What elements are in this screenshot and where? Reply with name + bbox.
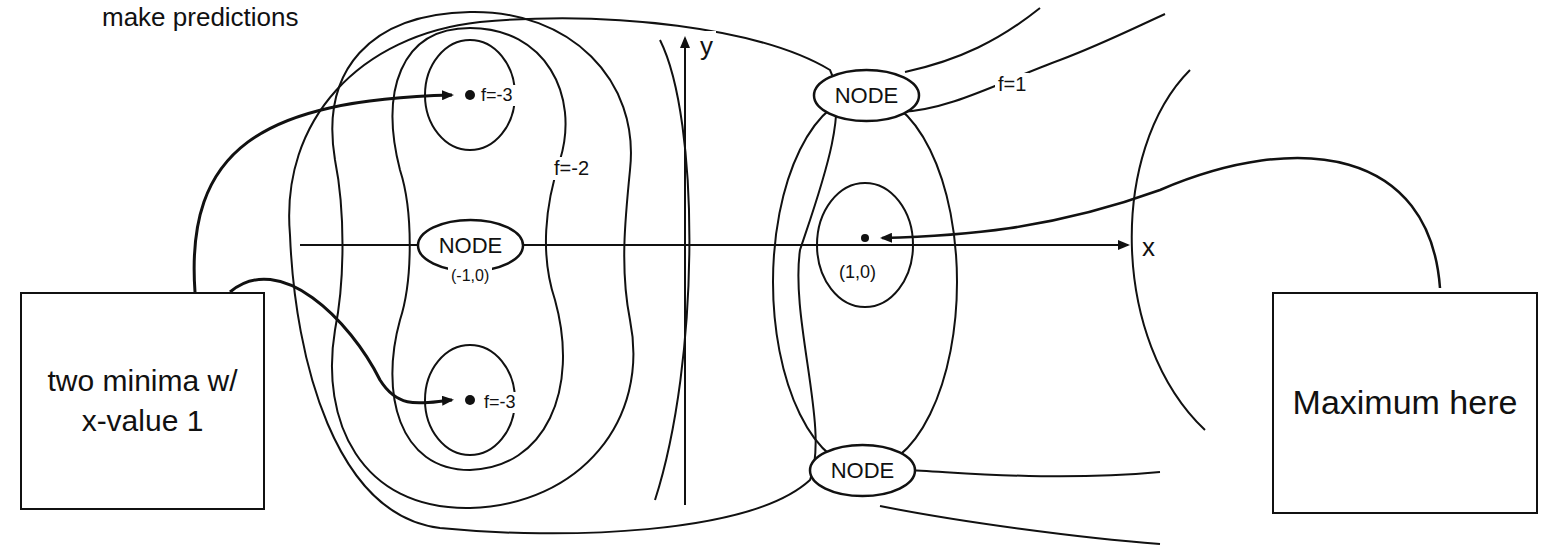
- node-label: NODE: [812, 81, 921, 111]
- node-ellipse: NODE: [808, 443, 917, 498]
- plot-label: f=-3: [481, 392, 519, 413]
- node-label: NODE: [808, 456, 917, 486]
- node-ellipse: NODE: [416, 218, 525, 273]
- plot-label: (1,0): [836, 262, 879, 283]
- callout-box: two minima w/ x-value 1: [20, 292, 265, 510]
- plot-label: f=-3: [478, 85, 516, 106]
- plot-label: f=-2: [551, 157, 592, 180]
- plot-label: y: [697, 31, 716, 62]
- plot-label: make predictions: [99, 2, 302, 33]
- plot-label: x: [1139, 232, 1158, 263]
- plot-label: (-1,0): [448, 267, 492, 285]
- node-label: NODE: [416, 231, 525, 261]
- callout-text: two minima w/ x-value 1: [36, 361, 249, 442]
- callout-text: Maximum here: [1288, 380, 1522, 426]
- callout-box: Maximum here: [1272, 292, 1538, 514]
- plot-label: f=1: [995, 73, 1029, 96]
- node-ellipse: NODE: [812, 68, 921, 123]
